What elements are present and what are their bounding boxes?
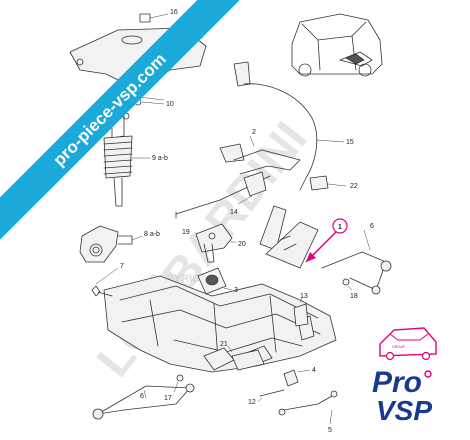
callout-7: 7 — [120, 263, 124, 270]
callout-14: 14 — [230, 209, 238, 216]
car-thumbnail — [291, 13, 383, 77]
logo-line2: VSP — [376, 395, 432, 426]
logo-line1: Pro — [372, 366, 422, 399]
part-plate-20 — [195, 223, 236, 263]
callout-labels: 16 11 10 9 a-b 8 a-b 7 19 20 3 2 14 15 2… — [120, 9, 374, 434]
part-upper-arm-2 — [175, 135, 301, 219]
part-clip-22 — [309, 175, 347, 191]
callout-18: 18 — [350, 293, 358, 300]
part-linkage-5 — [278, 390, 338, 425]
part-rod-12 — [257, 389, 285, 403]
part-wishbone-6-left — [92, 383, 195, 420]
callout-1: 1 — [338, 224, 342, 231]
callout-13: 13 — [300, 293, 308, 300]
part-mount-3 — [197, 267, 233, 295]
callout-5: 5 — [328, 427, 332, 434]
callout-6-left: 6 — [140, 393, 144, 400]
callout-21: 21 — [220, 341, 228, 348]
callout-8: 8 a-b — [144, 231, 160, 238]
part-link-4 — [283, 369, 311, 387]
callout-pointer-1 — [305, 218, 348, 263]
callout-19: 19 — [182, 229, 190, 236]
part-pad-21 — [227, 345, 265, 371]
part-bolt-18 — [342, 278, 353, 291]
callout-4: 4 — [312, 367, 316, 374]
callout-20: 20 — [238, 241, 246, 248]
callout-15: 15 — [346, 139, 354, 146]
part-stabilizer-7 — [91, 267, 119, 297]
logo-group-text: GROUP — [392, 345, 406, 349]
part-bracket-13 — [293, 297, 309, 327]
part-cable-15 — [233, 61, 345, 191]
callout-3: 3 — [234, 287, 238, 294]
part-wishbone-6-right — [321, 229, 392, 295]
part-bolt-17 — [173, 374, 184, 393]
logo-car-icon — [379, 327, 437, 357]
callout-22: 22 — [350, 183, 358, 190]
callout-6-right: 6 — [370, 223, 374, 230]
brand-logo: GROUP Pro VSP — [372, 327, 437, 426]
callout-9: 9 a-b — [152, 155, 168, 162]
callout-17: 17 — [164, 395, 172, 402]
callout-2: 2 — [252, 129, 256, 136]
callout-12: 12 — [248, 399, 256, 406]
part-bellows-9 — [103, 115, 150, 207]
callout-16: 16 — [170, 9, 178, 16]
callout-10: 10 — [166, 101, 174, 108]
part-bracket-8 — [79, 225, 143, 263]
